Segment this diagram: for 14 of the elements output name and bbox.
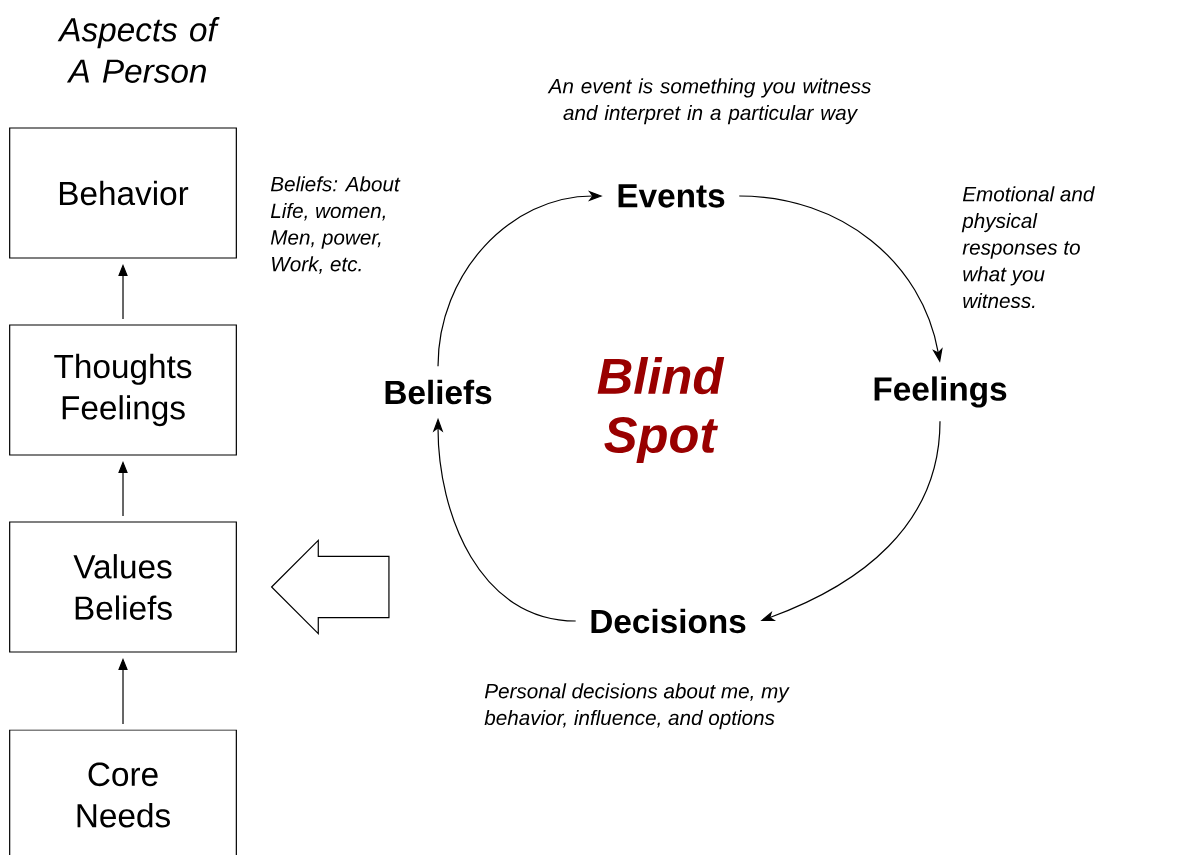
text-box: Thoughts Feelings (9, 324, 237, 456)
note-text: Beliefs: About Life, women, Men, power, Work, etc. (270, 176, 401, 274)
note-text: Emotional and physical responses to what you witness. (961, 186, 1095, 309)
note-text: Personal decisions about me, my behavior, influence, and options (484, 683, 790, 730)
title: Aspects of A Person (57, 17, 220, 83)
stage-label: Decisions (591, 608, 746, 634)
center-label: Blind Spot (597, 357, 725, 463)
text-box: Core Needs (9, 729, 237, 855)
stage-label: Events (618, 184, 725, 208)
text-box: Values Beliefs (9, 521, 237, 653)
text-box: Behavior (9, 127, 237, 259)
stage-label: Beliefs (385, 379, 492, 405)
note-text: An event is something you witness and interpret in a particular way (547, 78, 871, 125)
stage-label: Feelings (874, 376, 1007, 408)
